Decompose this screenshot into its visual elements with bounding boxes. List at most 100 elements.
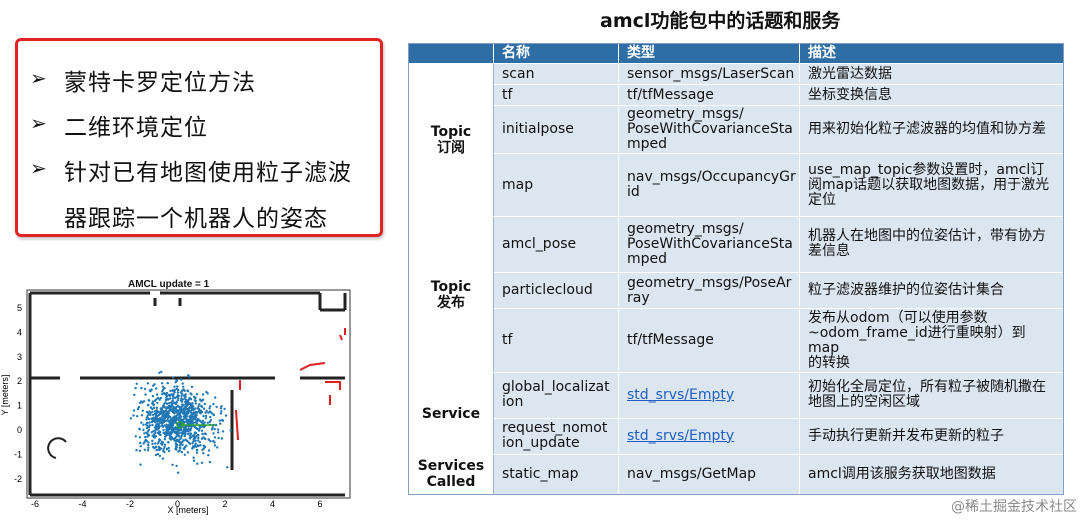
particle xyxy=(201,419,204,422)
particle xyxy=(163,424,166,427)
particle xyxy=(184,416,187,420)
particle xyxy=(155,416,158,420)
particle xyxy=(173,415,176,418)
particle xyxy=(180,405,183,408)
particle xyxy=(136,415,139,418)
particle xyxy=(163,445,166,449)
particle xyxy=(153,410,157,413)
particle xyxy=(186,432,190,436)
particle xyxy=(162,449,165,453)
feature-bullet-box: ➢ 蒙特卡罗定位方法 ➢ 二维环境定位 ➢ 针对已有地图使用粒子滤波 器跟踪一个… xyxy=(15,38,383,237)
particle xyxy=(158,398,161,401)
particle xyxy=(188,375,191,378)
particle xyxy=(207,438,210,441)
particle xyxy=(142,423,145,426)
particle xyxy=(173,438,176,441)
particle xyxy=(160,370,163,373)
particle xyxy=(192,440,195,443)
particle xyxy=(140,386,143,390)
particle xyxy=(180,394,183,398)
particle xyxy=(146,414,149,417)
bullet-item: 二维环境定位 xyxy=(64,115,208,141)
particle xyxy=(191,418,195,421)
particle xyxy=(146,430,150,433)
particle xyxy=(176,417,179,421)
particle xyxy=(192,456,195,459)
particle xyxy=(150,431,153,434)
particle xyxy=(196,439,200,442)
particle xyxy=(147,441,150,444)
table-title: amcl功能包中的话题和服务 xyxy=(600,10,841,32)
y-tick-label: -1 xyxy=(14,449,22,459)
particle xyxy=(138,449,142,452)
particle xyxy=(180,392,184,395)
particle xyxy=(152,430,155,433)
particle xyxy=(168,397,172,400)
particle xyxy=(181,430,185,434)
particle xyxy=(226,466,229,469)
particle xyxy=(156,401,159,405)
particle xyxy=(186,389,189,392)
particle xyxy=(177,432,181,435)
particle xyxy=(140,414,144,417)
particle xyxy=(172,376,175,379)
particle xyxy=(190,393,193,396)
particle xyxy=(204,411,207,414)
particle xyxy=(211,426,214,429)
bullet-arrow-icon: ➢ xyxy=(30,111,47,135)
row-name-cell: map xyxy=(493,153,619,217)
particle xyxy=(151,400,155,403)
particle xyxy=(158,438,162,442)
particle xyxy=(216,428,220,431)
particle xyxy=(206,421,209,424)
map-walls xyxy=(28,291,347,497)
particle xyxy=(176,412,179,415)
particle xyxy=(201,432,204,436)
particle xyxy=(164,431,168,434)
particle xyxy=(151,442,154,445)
particle xyxy=(215,405,218,409)
particle xyxy=(176,409,180,413)
particle xyxy=(201,448,204,451)
x-tick-label: 4 xyxy=(270,499,275,509)
particle xyxy=(136,407,140,411)
particle xyxy=(187,411,190,414)
particle xyxy=(148,421,151,424)
particle xyxy=(158,454,162,458)
particle xyxy=(151,423,154,427)
particle xyxy=(197,429,201,432)
category-sublabel: 订阅 xyxy=(437,139,465,156)
particle xyxy=(189,427,193,430)
particle xyxy=(164,401,167,404)
y-tick-label: 4 xyxy=(17,327,22,337)
particle xyxy=(155,406,159,409)
particle xyxy=(220,410,223,413)
particle xyxy=(149,413,152,417)
particle xyxy=(208,420,211,424)
x-tick-label: 0 xyxy=(175,499,180,509)
category-label: Topic xyxy=(430,123,472,140)
particle xyxy=(164,419,167,423)
particle xyxy=(189,414,193,417)
header-desc: 描述 xyxy=(799,43,1065,64)
particle xyxy=(210,428,214,431)
particle xyxy=(220,437,224,440)
particle xyxy=(142,442,145,445)
particle xyxy=(189,403,192,406)
particle xyxy=(219,407,223,410)
particle xyxy=(212,413,215,417)
particle xyxy=(147,417,151,421)
row-type-cell[interactable]: std_srvs/Empty xyxy=(618,372,800,419)
particle xyxy=(160,424,164,427)
row-type-cell[interactable]: std_srvs/Empty xyxy=(618,417,800,455)
header-blank xyxy=(408,43,494,64)
y-tick-label: 5 xyxy=(17,303,22,313)
particle xyxy=(140,400,143,403)
particle xyxy=(183,447,186,451)
particle xyxy=(201,393,205,396)
particle xyxy=(157,410,160,413)
particle xyxy=(183,389,186,392)
